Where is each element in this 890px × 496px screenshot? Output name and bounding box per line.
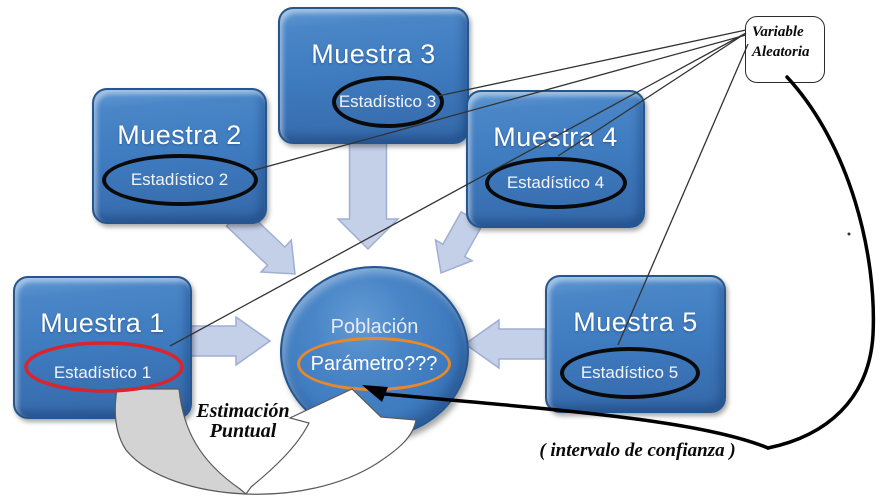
- stray-dot: [847, 232, 851, 236]
- sample-box-muestra-4: Muestra 4 Estadístico 4: [466, 90, 645, 228]
- sample-title: Muestra 4: [493, 122, 618, 152]
- statistic-label: Estadístico 1: [53, 363, 152, 382]
- statistic-ellipse: Estadístico 3: [331, 76, 444, 128]
- flow-arrow-muestra-1: [190, 315, 272, 367]
- statistic-label: Estadístico 3: [338, 92, 437, 111]
- point-estimation-line2: Puntual: [209, 420, 277, 442]
- parameter-ellipse: Parámetro???: [297, 337, 451, 391]
- statistic-ellipse: Estadístico 1: [21, 346, 185, 400]
- statistic-ellipse: Estadístico 2: [101, 154, 258, 206]
- sample-title: Muestra 1: [40, 308, 165, 338]
- statistic-ellipse: Estadístico 5: [559, 347, 700, 399]
- statistic-label: Estadístico 5: [580, 363, 679, 382]
- sample-title: Muestra 2: [117, 120, 242, 150]
- flow-arrow-muestra-5: [463, 318, 546, 370]
- sample-box-muestra-1: Muestra 1 Estadístico 1: [13, 276, 192, 419]
- random-variable-line2: Aleatoria: [752, 44, 810, 60]
- sample-title: Muestra 3: [311, 39, 436, 69]
- confidence-interval-label: ( intervalo de confianza ): [539, 440, 736, 461]
- connector-to-estadistico-3: [437, 29, 747, 97]
- point-estimation-label: Estimación Puntual: [173, 401, 313, 441]
- flow-arrow-muestra-3: [336, 142, 400, 251]
- statistic-ellipse: Estadístico 4: [484, 157, 627, 209]
- random-variable-box: Variable Aleatoria: [745, 16, 825, 83]
- statistic-label: Estadístico 4: [506, 173, 605, 192]
- random-variable-line1: Variable: [752, 24, 804, 40]
- sample-box-muestra-5: Muestra 5 Estadístico 5: [545, 275, 726, 413]
- statistic-label: Estadístico 2: [130, 170, 229, 189]
- parameter-label: Parámetro???: [310, 352, 438, 375]
- sample-box-muestra-2: Muestra 2 Estadístico 2: [92, 88, 267, 224]
- confidence-interval-curve-down: [766, 75, 876, 450]
- sample-title: Muestra 5: [573, 307, 698, 337]
- population-title: Población: [330, 316, 419, 338]
- point-estimation-line1: Estimación: [196, 400, 290, 422]
- sample-box-muestra-3: Muestra 3 Estadístico 3: [278, 7, 469, 144]
